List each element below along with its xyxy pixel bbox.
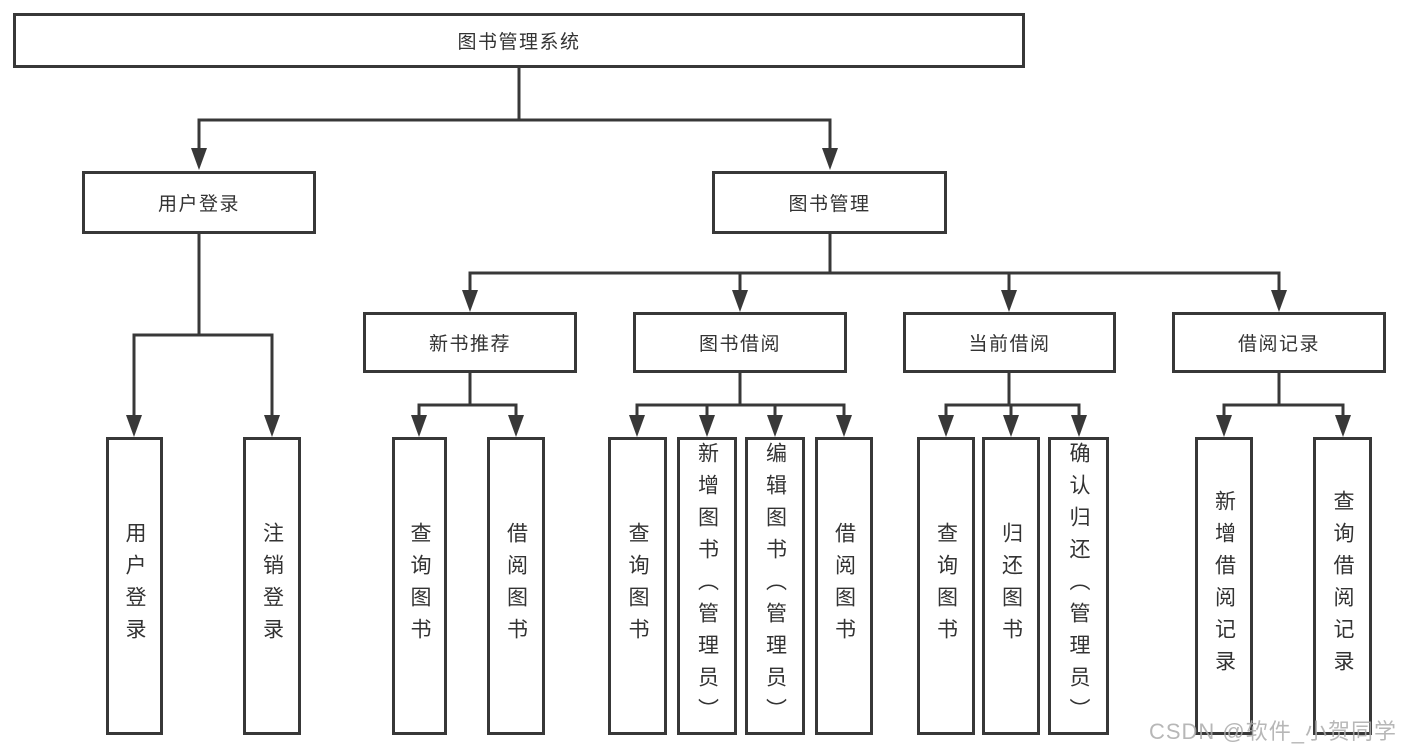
leaf-return-books: 归还图书: [982, 437, 1040, 735]
leaf-query-books-current: 查询图书: [917, 437, 975, 735]
node-label: 当前借阅: [968, 334, 1051, 355]
node-label: 新书推荐: [428, 334, 511, 355]
node-new-book-recommendation: 新书推荐: [363, 312, 577, 373]
node-label: 编辑图书（管理员）: [763, 442, 787, 730]
node-label: 查询图书: [626, 522, 649, 650]
node-label: 查询图书: [408, 522, 431, 650]
node-label: 借阅图书: [832, 522, 856, 650]
leaf-query-borrow-record: 查询借阅记录: [1313, 437, 1372, 735]
leaf-add-books-admin: 新增图书（管理员）: [677, 437, 737, 735]
node-borrowing-records: 借阅记录: [1172, 312, 1386, 373]
leaf-edit-books-admin: 编辑图书（管理员）: [745, 437, 805, 735]
node-label: 查询图书: [934, 522, 958, 650]
leaf-query-books-borrow: 查询图书: [608, 437, 667, 735]
node-label: 新增图书（管理员）: [695, 442, 719, 730]
leaf-query-books-recommend: 查询图书: [392, 437, 447, 735]
node-label: 图书管理: [788, 194, 871, 215]
node-label: 用户登录: [123, 522, 146, 650]
node-book-borrowing: 图书借阅: [633, 312, 847, 373]
node-label: 借阅记录: [1237, 334, 1320, 355]
leaf-add-borrow-record: 新增借阅记录: [1195, 437, 1253, 735]
leaf-borrow-books: 借阅图书: [815, 437, 873, 735]
node-user-login: 用户登录: [82, 171, 316, 234]
leaf-user-login: 用户登录: [106, 437, 163, 735]
leaf-confirm-return-admin: 确认归还（管理员）: [1048, 437, 1109, 735]
node-book-management: 图书管理: [712, 171, 947, 234]
leaf-logout: 注销登录: [243, 437, 301, 735]
node-label: 确认归还（管理员）: [1067, 442, 1090, 730]
node-label: 查询借阅记录: [1331, 490, 1354, 682]
node-label: 归还图书: [999, 522, 1023, 650]
node-label: 注销登录: [260, 522, 284, 650]
node-label: 图书管理系统: [457, 32, 581, 53]
csdn-watermark: CSDN @软件_小贺同学: [1148, 719, 1397, 744]
node-label: 借阅图书: [504, 522, 528, 650]
node-current-borrowing: 当前借阅: [903, 312, 1116, 373]
leaf-borrow-books-recommend: 借阅图书: [487, 437, 545, 735]
node-label: 图书借阅: [698, 334, 781, 355]
node-library-management-system: 图书管理系统: [13, 13, 1025, 68]
node-label: 新增借阅记录: [1212, 490, 1236, 682]
node-label: 用户登录: [157, 194, 240, 215]
